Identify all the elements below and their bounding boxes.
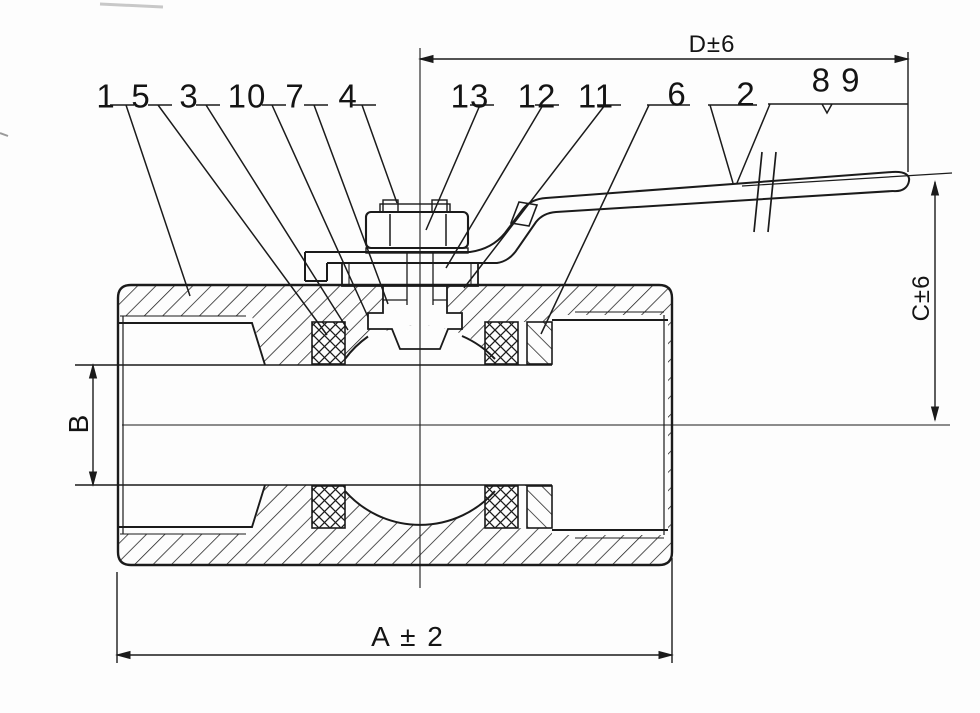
leader-lines [110,103,908,336]
dimension-lines [88,52,940,663]
handle-extension-line [741,172,953,187]
body-outlines [75,253,674,567]
part-label-1: 1 [96,77,116,115]
part-label-8-9: 8 9 [811,61,861,99]
centerlines [122,48,950,588]
handle-lever [304,151,953,282]
part-label-4: 4 [338,77,358,115]
part-label-10: 10 [227,77,267,115]
dim-label-b: B [63,412,94,434]
handle-break-marks [753,151,777,233]
ball-seats-crosshatch [311,321,519,529]
part-label-3: 3 [179,77,199,115]
dim-label-a: A ± 2 [371,621,445,652]
dim-label-c: C±6 [908,274,935,322]
part-label-2: 2 [736,75,756,113]
part-label-6: 6 [667,75,687,113]
stem-top-tab-left [382,199,399,213]
stem-top-plate [379,203,451,213]
part-label-11: 11 [577,77,615,115]
dim-label-d: D±6 [688,31,736,58]
stem-nut [364,210,470,250]
part-label-13: 13 [450,77,490,115]
part-label-5: 5 [131,77,151,115]
seat-retainer-insert [526,321,553,529]
scan-artifacts [0,2,164,137]
handle-sleeve-edge [509,201,539,227]
part-label-7: 7 [285,77,305,115]
part-label-12: 12 [517,77,557,115]
stem-gland-and-nut [341,199,479,287]
